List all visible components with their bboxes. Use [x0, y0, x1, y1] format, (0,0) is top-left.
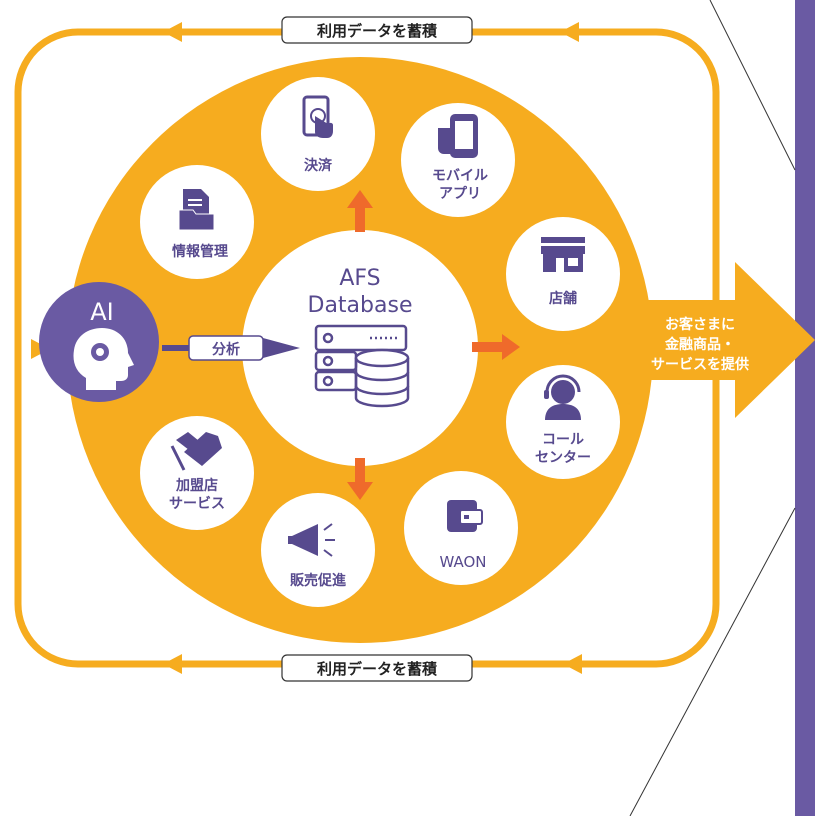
center-title-line2: Database	[308, 293, 413, 318]
ai-label: AI	[90, 298, 114, 326]
node-label-merchant-service-1: 加盟店	[175, 477, 218, 494]
node-label-sales-promotion: 販売促進	[290, 572, 346, 589]
node-label-info-management: 情報管理	[172, 243, 228, 260]
node-label-mobile-app-2: アプリ	[439, 186, 481, 202]
handshake-icon	[170, 432, 222, 471]
node-label-waon: WAON	[439, 553, 486, 571]
node-label-call-center-1: コール	[542, 432, 584, 448]
perspective-line-bottom	[629, 507, 796, 816]
analysis-label: 分析	[212, 341, 240, 358]
output-line2: 金融商品・	[664, 336, 735, 353]
bottom-loop-label: 利用データを蓄積	[317, 660, 438, 678]
loop-arrowhead-bottom-left	[163, 654, 182, 674]
node-circle-mobile-app	[401, 103, 515, 217]
output-line3: サービスを提供	[651, 356, 749, 373]
analysis-arrowhead	[263, 338, 300, 358]
loop-arrowhead-top-right	[560, 22, 579, 42]
head-gear-icon	[73, 328, 134, 390]
storefront-icon	[541, 237, 585, 272]
node-label-store: 店舗	[549, 290, 577, 307]
center-circle	[242, 230, 478, 466]
node-label-call-center-2: センター	[535, 450, 591, 466]
node-circle-store	[506, 217, 620, 331]
perspective-line-top	[709, 0, 796, 171]
node-label-merchant-service-2: サービス	[169, 496, 225, 512]
megaphone-icon	[288, 523, 335, 557]
analysis-arrow-tail	[162, 345, 189, 351]
center-title-line1: AFS	[339, 266, 380, 291]
node-circle-call-center	[506, 365, 620, 479]
purple-side-panel	[795, 0, 815, 816]
document-folder-icon	[178, 189, 215, 231]
arrow-up	[347, 190, 373, 232]
smartphone-touch-icon	[302, 95, 333, 138]
node-circle-merchant-service	[140, 416, 254, 530]
arrow-down	[347, 458, 373, 500]
output-arrow	[600, 262, 815, 418]
top-loop-label: 利用データを蓄積	[317, 22, 438, 40]
output-line1: お客さまに	[665, 316, 735, 333]
top-label-box	[281, 16, 473, 44]
wallet-card-icon	[447, 500, 483, 532]
node-label-mobile-app-1: モバイル	[432, 168, 488, 184]
mobile-hand-icon	[438, 114, 478, 158]
bottom-label-box	[281, 654, 473, 682]
arrow-right	[472, 334, 520, 360]
loop-arrowhead-top-left	[163, 22, 182, 42]
headset-operator-icon	[544, 374, 581, 420]
node-label-payment: 決済	[304, 157, 333, 174]
database-server-icon	[314, 324, 410, 408]
loop-arrowhead-bottom-right	[563, 654, 582, 674]
